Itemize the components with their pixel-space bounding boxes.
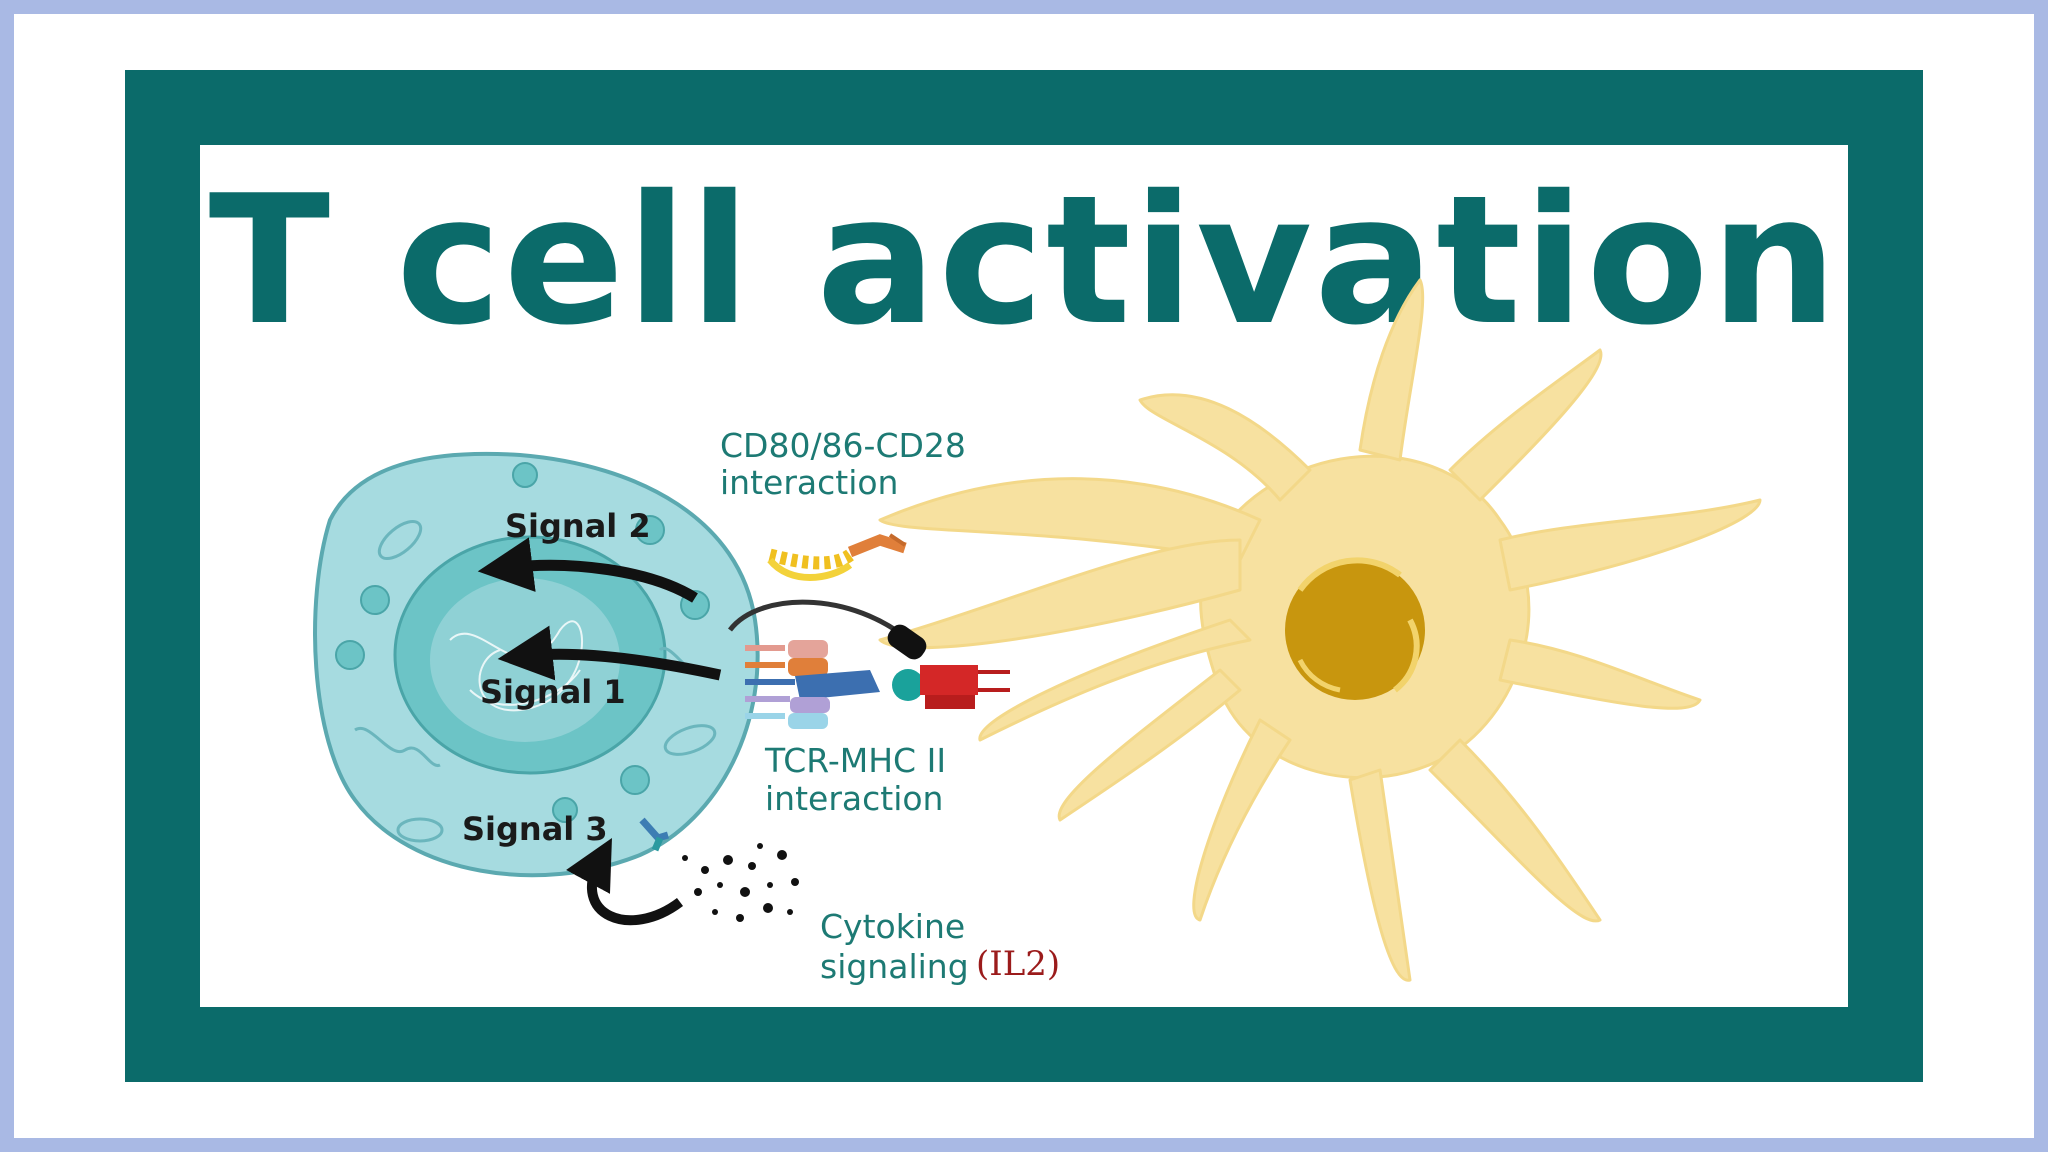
signal-1-label: Signal 1 xyxy=(480,673,626,711)
il2-receptor xyxy=(639,817,670,852)
cd80-cd28-label-line2: interaction xyxy=(720,463,898,502)
cytokine-particles xyxy=(682,843,799,922)
dendritic-cell xyxy=(878,278,1762,982)
page-title: T cell activation xyxy=(209,157,1840,364)
signal-3-label: Signal 3 xyxy=(462,810,608,848)
receptor-complex xyxy=(728,599,1010,729)
signal-arrows xyxy=(477,537,722,926)
tcr-mhc-label-line1: TCR-MHC II xyxy=(764,741,946,780)
il2-label: (IL2) xyxy=(976,944,1060,984)
cd80-cd28-label-line1: CD80/86-CD28 xyxy=(720,426,966,465)
signal-2-label: Signal 2 xyxy=(505,507,651,545)
tcr-mhc-label-line2: interaction xyxy=(765,779,943,818)
cytokine-label-line1: Cytokine xyxy=(820,907,965,946)
cytokine-label-line2: signaling xyxy=(820,947,969,986)
costimulatory-molecules xyxy=(767,533,907,581)
